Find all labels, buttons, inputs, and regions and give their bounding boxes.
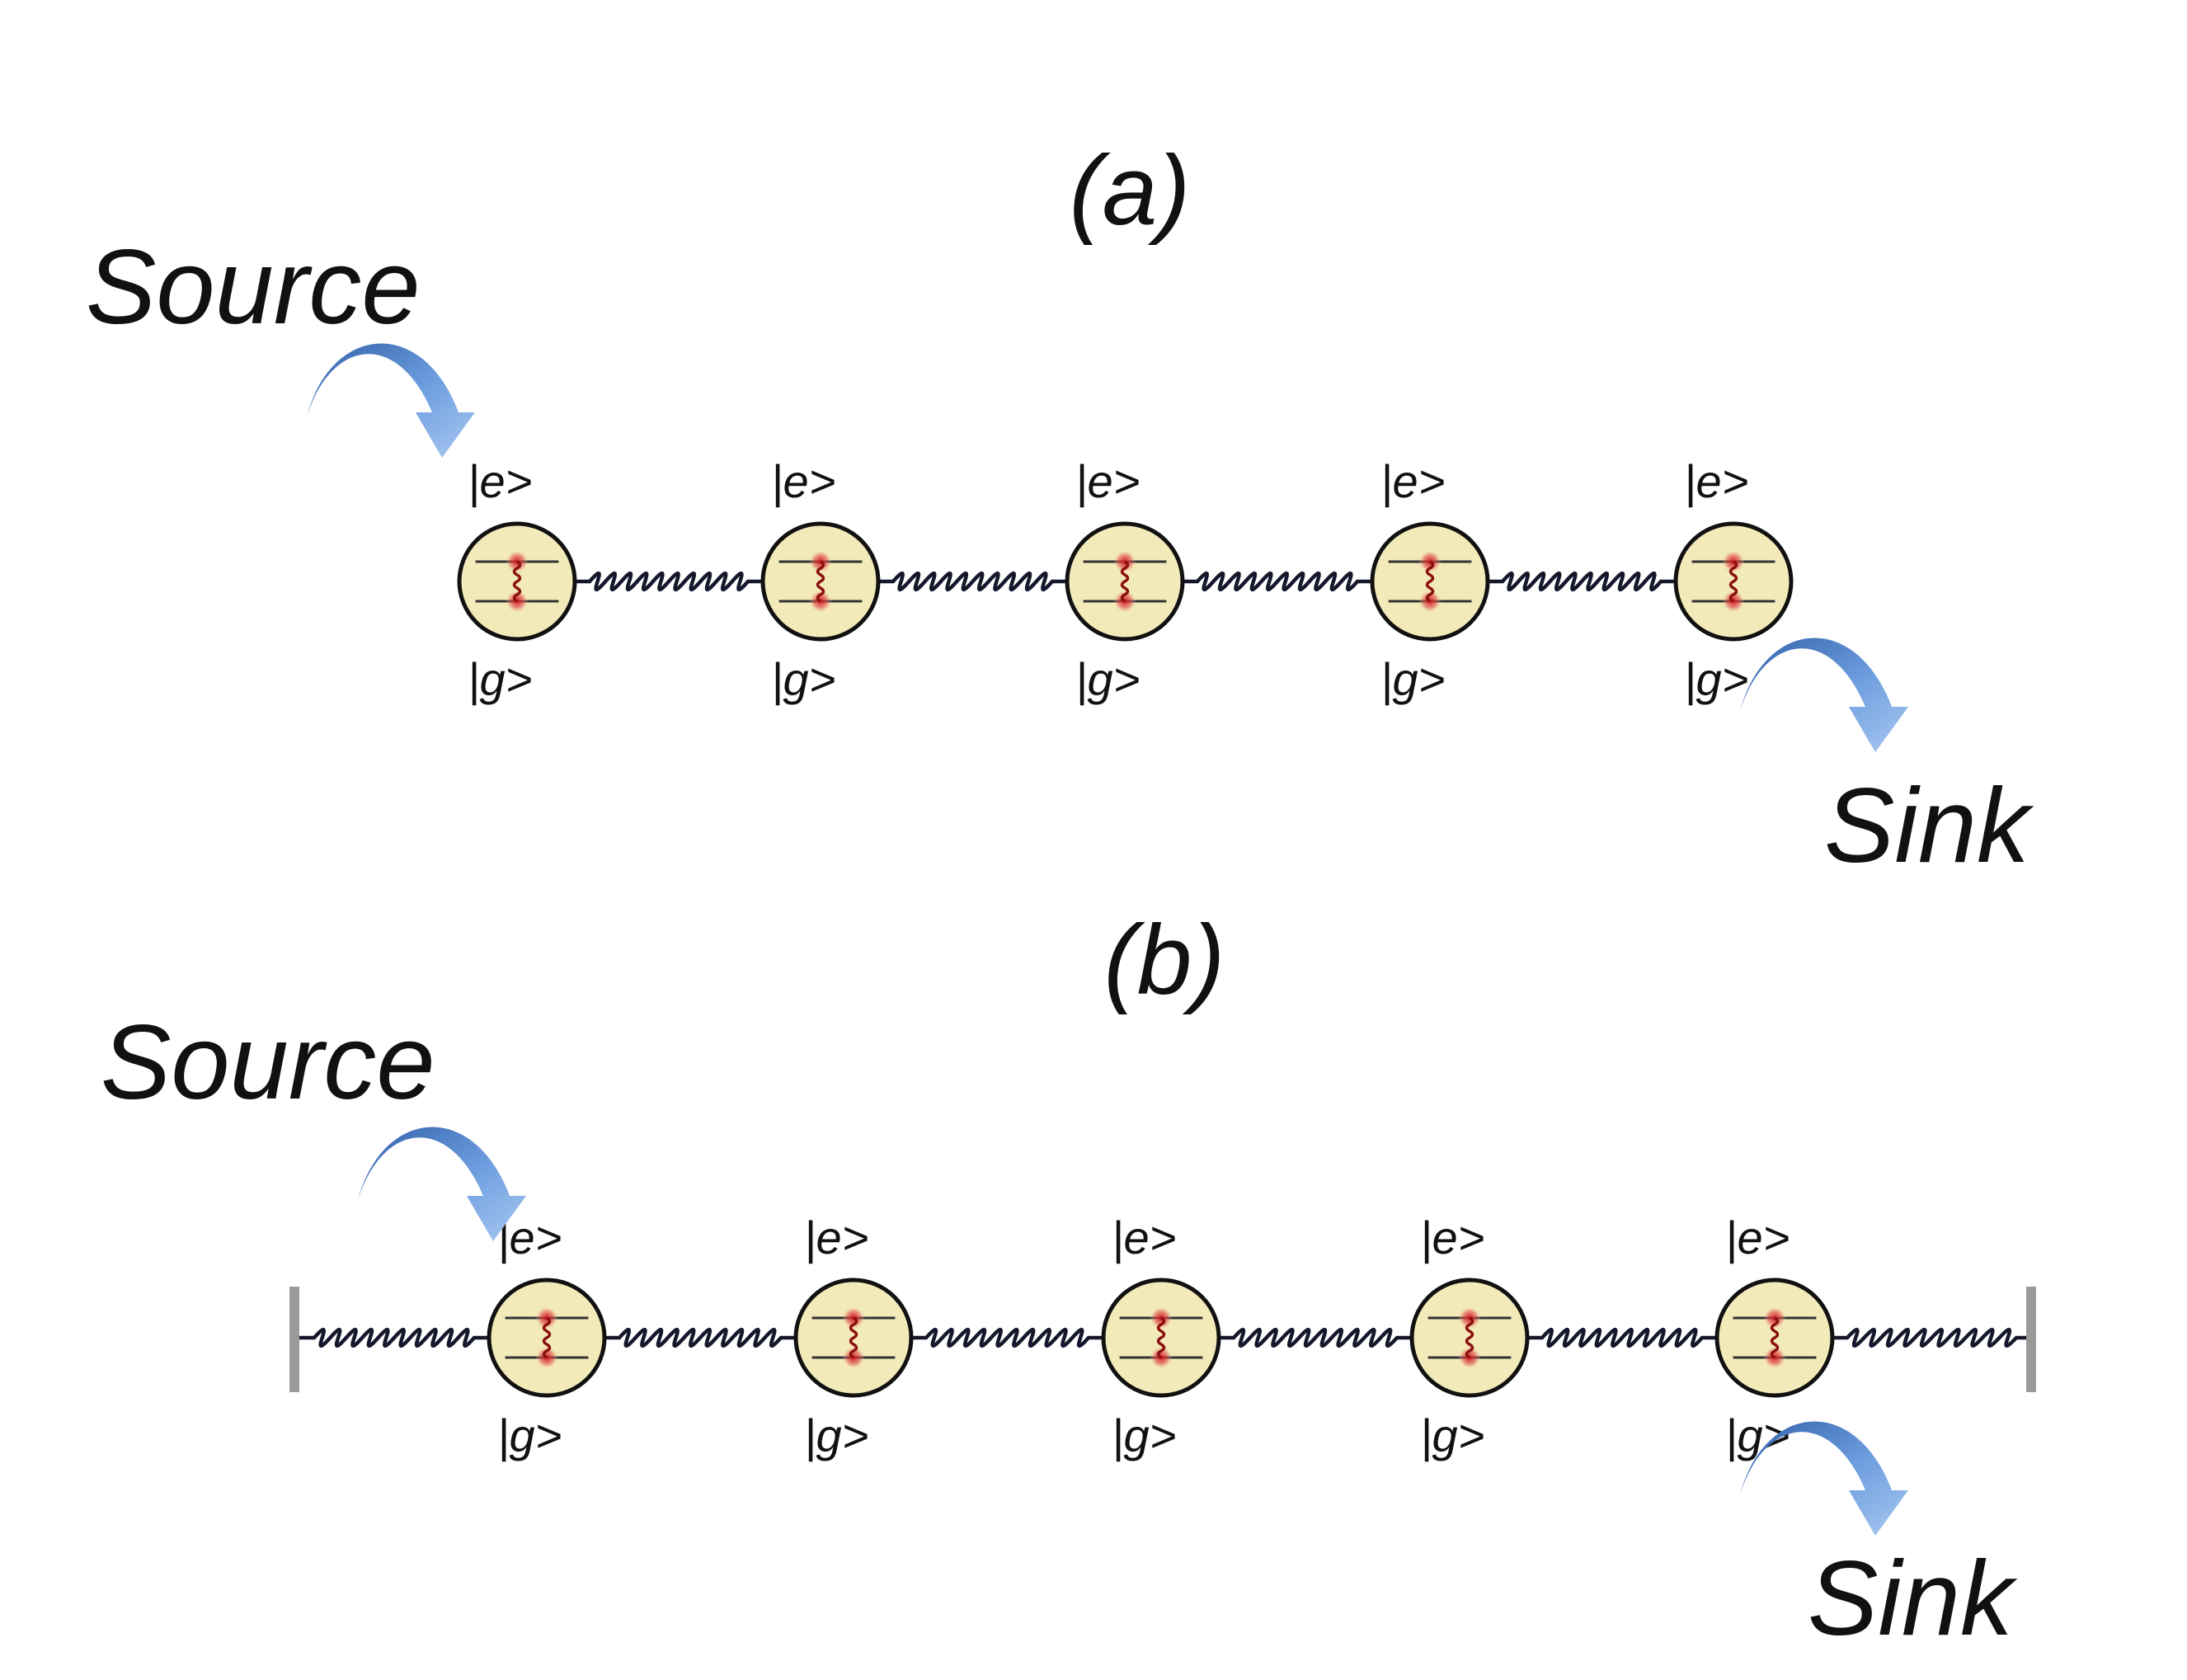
right-wall <box>2026 1287 2036 1392</box>
atom-chain-a: |e> |g> |e> |g> |e> |g> |e> |g> |e> |g> <box>457 455 1794 706</box>
ground-state-label: |g> <box>804 1409 868 1462</box>
transition-wave <box>1465 1316 1474 1359</box>
transition-wave <box>849 1316 858 1359</box>
ground-state-label: |g> <box>771 653 835 706</box>
ground-state-label: |g> <box>468 653 532 706</box>
excited-state-label: |e> <box>468 455 532 508</box>
panel-a-sink-label: Sink <box>1824 767 2034 885</box>
two-level-atom: |e> |g> <box>1065 455 1185 706</box>
two-level-atom: |e> |g> <box>1409 1212 1530 1462</box>
transition-wave <box>512 560 522 603</box>
ground-state-label: |g> <box>1075 653 1140 706</box>
transition-wave <box>1770 1316 1780 1359</box>
panel-a-label: (a) <box>1070 135 1191 246</box>
ground-state-label: |g> <box>1380 653 1445 706</box>
panel-a-source-label: Source <box>86 228 421 346</box>
panel-b-label: (b) <box>1104 905 1225 1015</box>
sink-arrow-icon <box>1740 1421 1908 1536</box>
source-arrow-icon <box>358 1127 526 1241</box>
two-level-atom: |e> |g> <box>760 455 881 706</box>
ground-state-label: |g> <box>497 1409 562 1462</box>
two-level-atom: |e> |g> <box>457 455 577 706</box>
two-level-atom: |e> |g> <box>1370 455 1490 706</box>
panel-b-sink-label: Sink <box>1808 1540 2018 1658</box>
spring-coupling <box>878 571 1067 592</box>
excited-state-label: |e> <box>771 455 835 508</box>
source-arrow-icon <box>307 343 475 458</box>
excited-state-label: |e> <box>1112 1212 1176 1264</box>
sink-arrow-icon <box>1740 638 1908 752</box>
left-wall <box>289 1287 299 1392</box>
transition-wave <box>542 1316 552 1359</box>
spring-coupling <box>1219 1327 1412 1348</box>
two-level-atom: |e> |g> <box>1101 1212 1221 1462</box>
excited-state-label: |e> <box>1075 455 1140 508</box>
ground-state-label: |g> <box>1420 1409 1484 1462</box>
excited-state-label: |e> <box>804 1212 868 1264</box>
spring-coupling <box>604 1327 796 1348</box>
spring-coupling <box>911 1327 1103 1348</box>
two-level-atom: |e> |g> <box>1673 455 1794 706</box>
arrows-b <box>358 1127 1908 1536</box>
transition-wave <box>1728 560 1738 603</box>
excited-state-label: |e> <box>1725 1212 1790 1264</box>
transition-wave <box>816 560 825 603</box>
spring-to-left-wall <box>299 1327 489 1348</box>
panel-a: (a) Source Sink |e> |g> |e> |g> |e> |g> |e> |g>… <box>86 135 2034 885</box>
spring-coupling <box>1183 571 1372 592</box>
excited-state-label: |e> <box>1420 1212 1484 1264</box>
two-level-atom: |e> |g> <box>793 1212 914 1462</box>
excited-state-label: |e> <box>1684 455 1748 508</box>
spring-coupling <box>575 571 763 592</box>
transition-wave <box>1425 560 1435 603</box>
transition-wave <box>1156 1316 1166 1359</box>
spring-coupling <box>1488 571 1676 592</box>
spring-coupling <box>1527 1327 1717 1348</box>
arrows-a <box>307 343 1908 752</box>
panel-b: (b) Source Sink |e> |g> |e> |g> |e> |g> |e> |g>… <box>101 905 2036 1658</box>
panel-b-source-label: Source <box>101 1004 435 1122</box>
two-level-atom: |e>|g> <box>487 1212 607 1462</box>
transition-wave <box>1120 560 1130 603</box>
excited-state-label: |e> <box>1380 455 1445 508</box>
atom-chain-b: |e>|g>|e>|g>|e>|g>|e>|g>|e>|g> <box>289 1212 2036 1462</box>
ground-state-label: |g> <box>1684 653 1748 706</box>
ground-state-label: |g> <box>1112 1409 1176 1462</box>
spring-to-right-wall <box>1832 1327 2031 1348</box>
